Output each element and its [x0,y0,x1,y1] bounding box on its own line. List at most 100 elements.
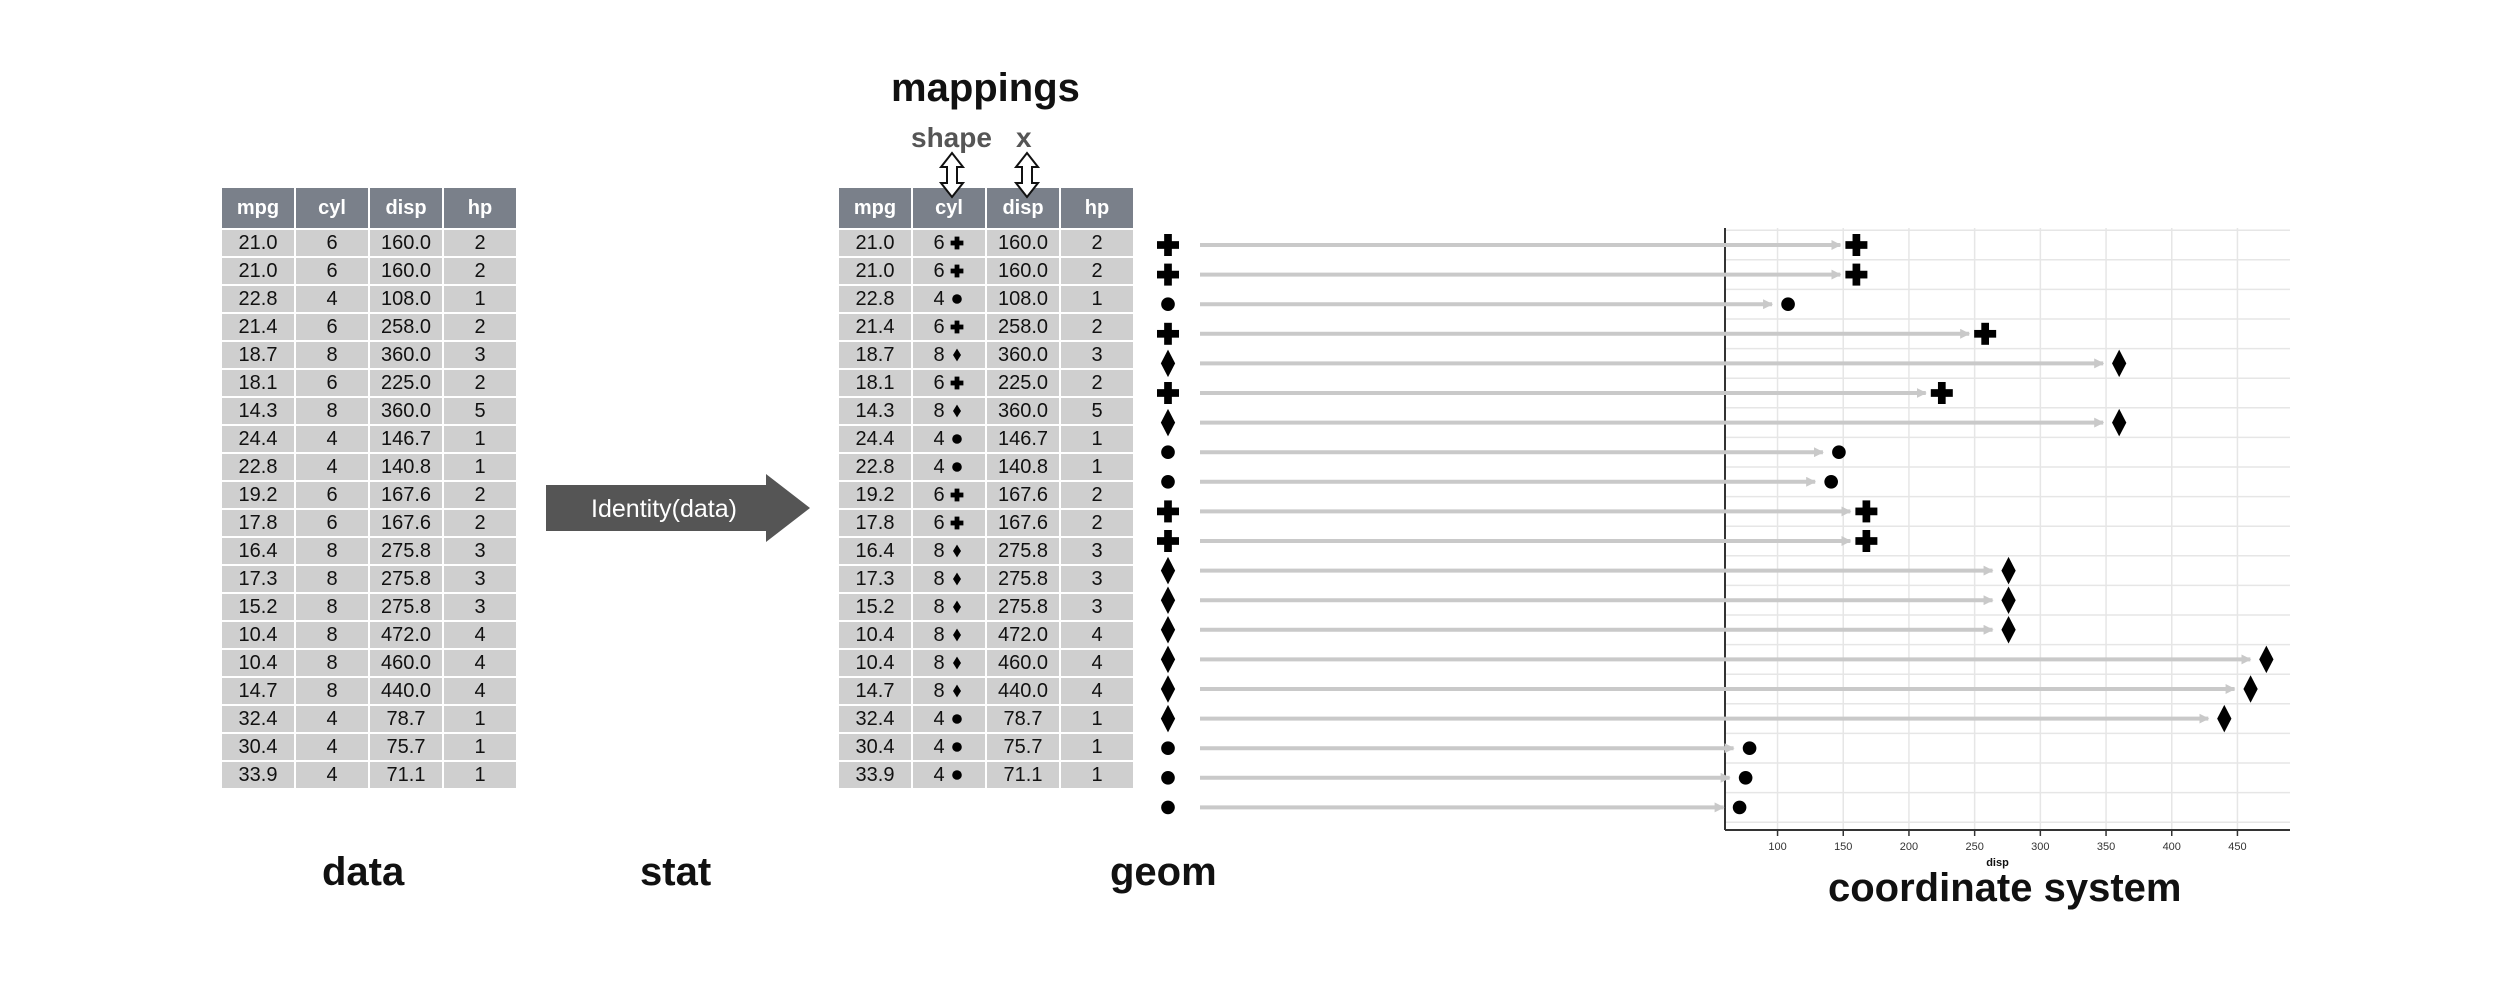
cell-hp: 3 [1059,536,1135,566]
cell-disp: 472.0 [985,620,1061,650]
cell-disp: 167.6 [985,508,1061,538]
cell-hp: 3 [442,536,518,566]
cell-disp: 360.0 [985,396,1061,426]
cell-mpg: 14.7 [220,676,296,706]
cell-mpg: 22.8 [220,284,296,314]
data-point-circle [1824,474,1838,489]
diamond-icon [952,684,961,698]
cell-cyl: 8 [911,592,987,622]
cell-disp: 108.0 [985,284,1061,314]
cell-hp: 5 [442,396,518,426]
data-point-plus [1930,382,1953,404]
cell-cyl: 6 [911,368,987,398]
cell-mpg: 15.2 [837,592,913,622]
cell-mpg: 17.8 [837,508,913,538]
geom-shape-circle [1161,297,1175,312]
geom-label: geom [1110,850,1217,894]
cell-cyl: 4 [294,732,370,762]
diamond-icon [952,348,961,362]
cell-disp: 275.8 [985,564,1061,594]
cell-mpg: 30.4 [837,732,913,762]
geom-shape-diamond [1160,675,1176,703]
mappings-label: mappings [891,66,1080,110]
data-point-diamond [2243,675,2258,703]
cell-mpg: 22.8 [837,452,913,482]
cell-mpg: 21.0 [837,228,913,258]
cell-disp: 167.6 [368,480,444,510]
cell-mpg: 14.3 [837,396,913,426]
geom-shape-diamond [1160,408,1176,437]
x-axis-label: disp [1986,857,2009,869]
cell-disp: 440.0 [985,676,1061,706]
shape-mapping-arrow [938,151,966,199]
cell-hp: 1 [1059,732,1135,762]
cell-hp: 2 [1059,256,1135,286]
cell-disp: 140.8 [368,452,444,482]
cell-hp: 2 [1059,312,1135,342]
cell-cyl: 6 [294,368,370,398]
cell-hp: 4 [442,648,518,678]
column-header-disp: disp [985,186,1061,230]
cell-hp: 1 [442,452,518,482]
cell-disp: 146.7 [985,424,1061,454]
cell-hp: 2 [1059,508,1135,538]
cell-hp: 1 [442,424,518,454]
cell-hp: 3 [1059,564,1135,594]
cell-hp: 2 [442,312,518,342]
cell-mpg: 21.0 [837,256,913,286]
cell-disp: 258.0 [985,312,1061,342]
cell-mpg: 10.4 [220,620,296,650]
cell-disp: 75.7 [985,732,1061,762]
cell-mpg: 10.4 [837,620,913,650]
cell-mpg: 10.4 [837,648,913,678]
cell-hp: 3 [1059,340,1135,370]
diamond-icon [952,404,961,418]
cell-disp: 78.7 [368,704,444,734]
cell-disp: 160.0 [368,256,444,286]
cell-cyl: 8 [294,676,370,706]
cell-disp: 275.8 [368,592,444,622]
cell-cyl: 8 [911,620,987,650]
diamond-icon [952,572,961,586]
cell-disp: 258.0 [368,312,444,342]
cell-mpg: 33.9 [220,760,296,790]
cell-cyl: 6 [911,256,987,286]
cell-mpg: 21.4 [837,312,913,342]
cell-hp: 1 [442,284,518,314]
cell-disp: 225.0 [368,368,444,398]
cell-cyl: 6 [911,480,987,510]
geom-shape-plus [1157,500,1179,523]
cell-hp: 2 [1059,480,1135,510]
column-header-disp: disp [368,186,444,230]
x-tick-label: 200 [1900,841,1918,853]
cell-disp: 160.0 [368,228,444,258]
cell-cyl: 8 [294,340,370,370]
cell-hp: 2 [442,256,518,286]
diamond-icon [952,544,961,558]
plus-icon [950,264,963,278]
data-point-plus [1845,263,1868,286]
cell-mpg: 18.7 [837,340,913,370]
cell-cyl: 6 [294,228,370,258]
cell-disp: 460.0 [368,648,444,678]
circle-icon [951,770,962,781]
cell-cyl: 8 [294,564,370,594]
x-tick-label: 250 [1965,841,1983,853]
cell-cyl: 4 [294,284,370,314]
cell-cyl: 6 [911,228,987,258]
cell-hp: 2 [1059,368,1135,398]
data-point-circle [1742,741,1757,756]
cell-mpg: 21.4 [220,312,296,342]
data-point-plus [1855,500,1878,523]
